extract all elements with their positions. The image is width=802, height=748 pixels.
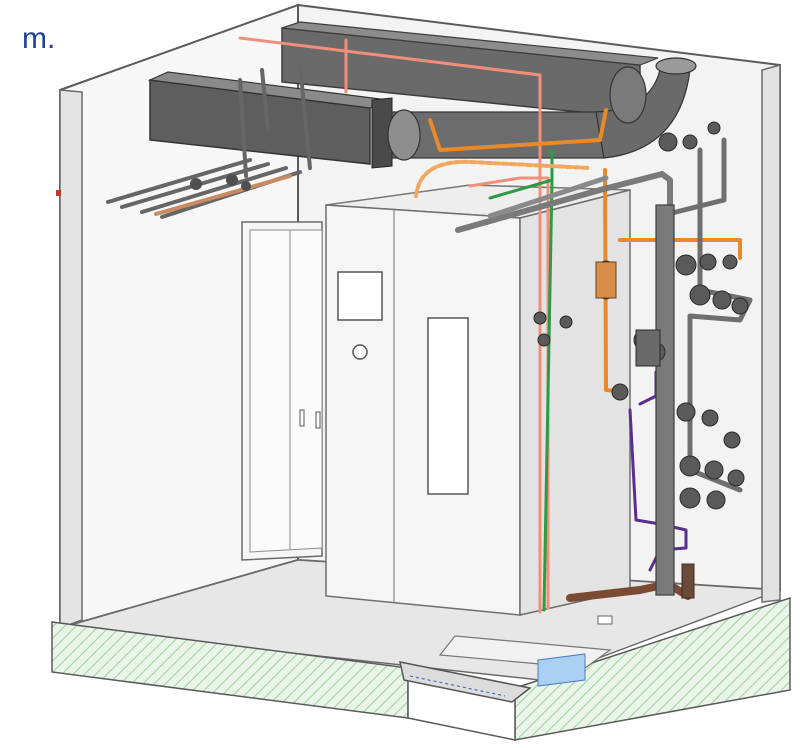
supply-duct [147, 21, 659, 169]
copper-pipe [154, 174, 292, 216]
gray-header-pipe-2 [487, 175, 609, 219]
orange-dashed-pipe [414, 159, 592, 198]
wall-marker [56, 190, 61, 196]
round-duct [387, 57, 697, 161]
pipe-fittings [190, 174, 251, 191]
indicator-lamp [352, 344, 368, 360]
brown-drain-pipe [566, 580, 692, 602]
display-panel [337, 271, 383, 321]
salmon-pipe [238, 36, 542, 614]
figure-label: m. [22, 22, 56, 55]
valve-manifold [533, 121, 749, 599]
equipment-cabinet [325, 184, 631, 616]
side-cabinet-handle-left [299, 409, 305, 427]
left-wall-edge [59, 89, 83, 630]
side-cabinet [241, 221, 323, 561]
floor-square [597, 615, 613, 625]
drain-grate [399, 661, 532, 703]
right-wall-edge [761, 64, 781, 603]
door-window [427, 317, 469, 495]
side-cabinet-handle-right [315, 411, 321, 429]
floor-drain-channel [537, 653, 586, 687]
floor-slab [51, 596, 791, 741]
green-pipe [488, 148, 554, 612]
